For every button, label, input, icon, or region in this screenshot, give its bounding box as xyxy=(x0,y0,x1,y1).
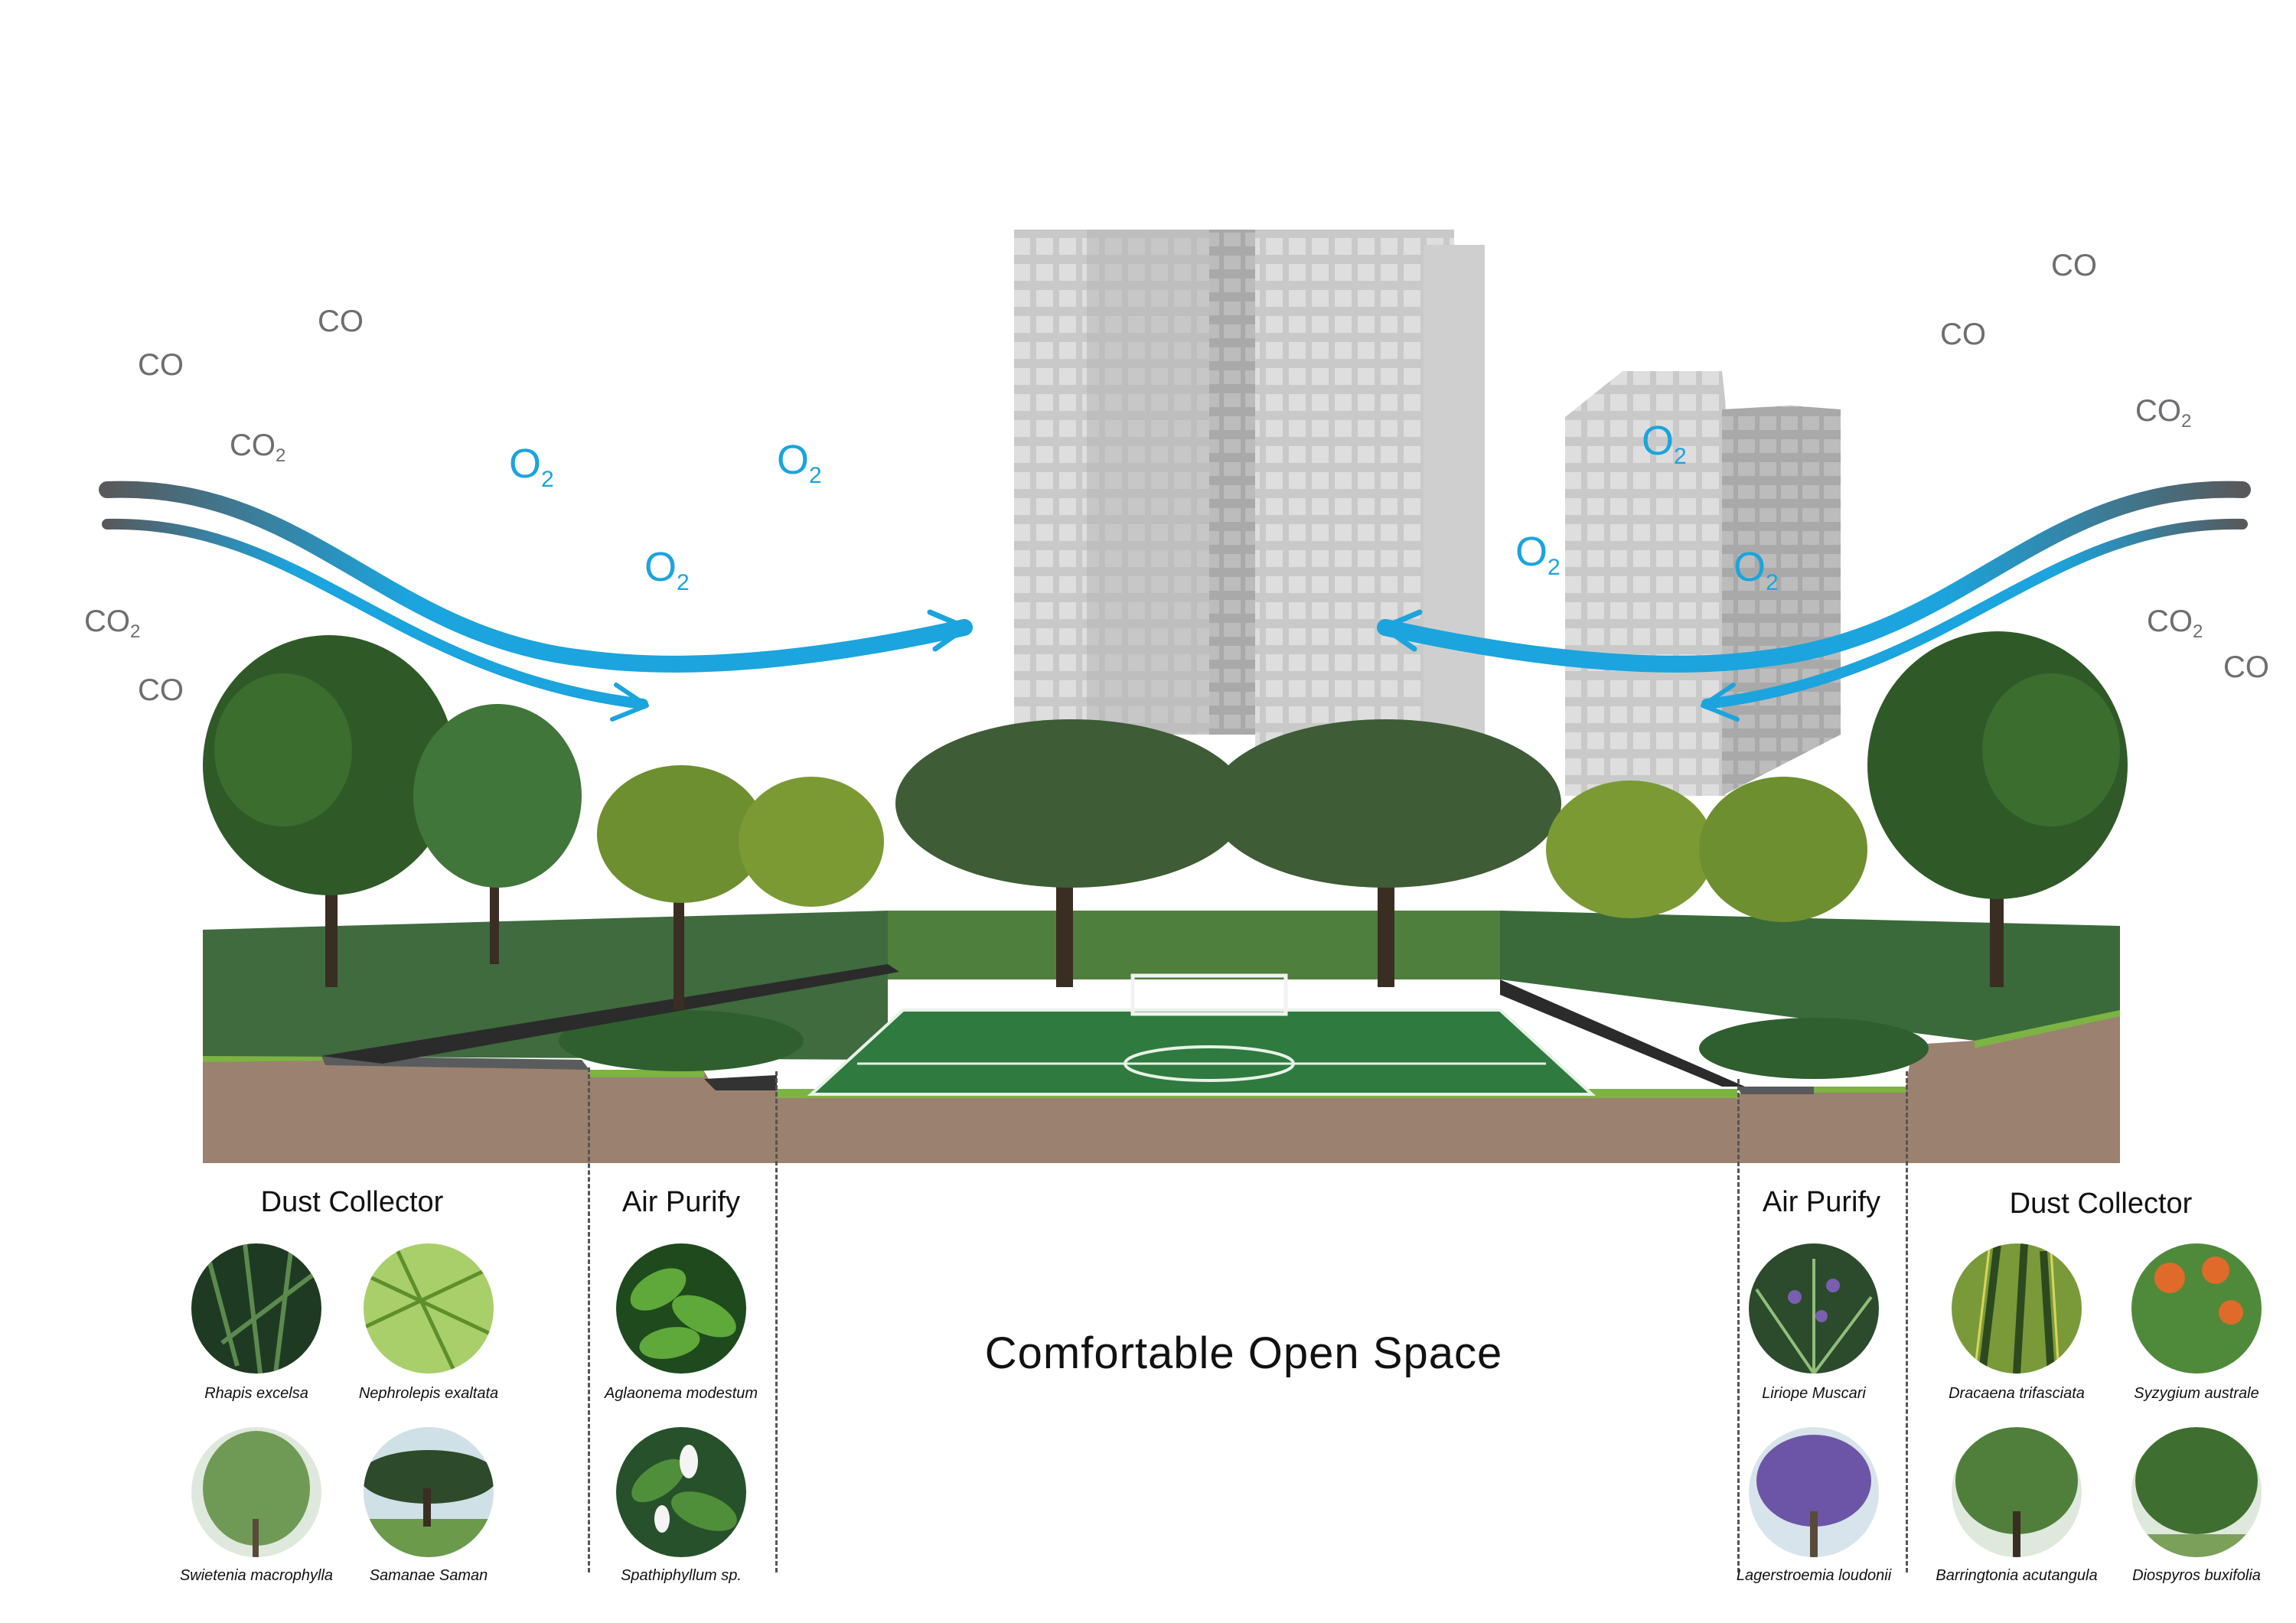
plant-photo-swietenia xyxy=(191,1427,321,1557)
tower-middle xyxy=(1255,230,1485,750)
plant-photo-lagerstroemia xyxy=(1749,1427,1879,1557)
plant-photo-barringtonia xyxy=(1952,1427,2082,1557)
plant-caption: Aglaonema modestum xyxy=(604,1385,758,1402)
plant-caption: Nephrolepis exaltata xyxy=(358,1385,499,1402)
plant-caption: Dracaena trifasciata xyxy=(1949,1385,2085,1402)
group-heading-dust-collector: Dust Collector xyxy=(260,1186,444,1218)
plant-caption: Liriope Muscari xyxy=(1762,1385,1866,1402)
plant-caption: Rhapis excelsa xyxy=(204,1385,308,1402)
plant-photo-syzygium xyxy=(2131,1243,2262,1374)
plant-photo-dracaena xyxy=(1952,1243,2082,1374)
wind-flow-right xyxy=(1377,481,2251,722)
co2-label: CO2 xyxy=(2147,605,2203,642)
tower-right xyxy=(1565,371,1841,796)
plant-caption: Swietenia macrophylla xyxy=(179,1567,334,1584)
co2-label: CO2 xyxy=(2135,394,2192,432)
zone-divider xyxy=(1737,1079,1740,1572)
co-label: CO xyxy=(138,673,184,707)
co-label: CO xyxy=(138,348,184,382)
plant-caption: Samanae Saman xyxy=(369,1567,488,1584)
plant-caption: Barringtonia acutangula xyxy=(1936,1567,2098,1584)
zone-divider xyxy=(588,1067,590,1572)
plant-photo-spathiphyllum xyxy=(616,1427,746,1557)
plant-photo-aglaonema xyxy=(616,1243,746,1374)
o2-label: O2 xyxy=(1642,418,1687,469)
plant-photo-nephrolepis xyxy=(364,1243,494,1374)
co-label: CO xyxy=(1940,318,1986,351)
co-label: CO xyxy=(2223,650,2269,684)
trees xyxy=(203,631,2128,1010)
plant-caption: Lagerstroemia loudonii xyxy=(1736,1567,1892,1584)
zone-divider xyxy=(775,1071,778,1572)
plant-caption: Diospyros buxifolia xyxy=(2132,1567,2261,1584)
plant-caption: Syzygium australe xyxy=(2134,1385,2259,1402)
co-label: CO xyxy=(2051,249,2097,282)
o2-label: O2 xyxy=(1733,544,1779,595)
planting-beds xyxy=(203,911,2120,1087)
soccer-field xyxy=(807,973,1596,1096)
o2-label: O2 xyxy=(1515,529,1561,580)
co2-label: CO2 xyxy=(84,605,141,642)
o2-label: O2 xyxy=(644,544,690,595)
plant-photo-rhapis xyxy=(191,1243,321,1374)
co2-label: CO2 xyxy=(230,429,286,466)
plant-caption: Spathiphyllum sp. xyxy=(621,1567,742,1584)
group-heading-dust-collector: Dust Collector xyxy=(2009,1188,2193,1220)
plant-photo-liriope xyxy=(1749,1243,1879,1374)
zone-divider xyxy=(1906,1071,1908,1572)
group-heading-air-purify: Air Purify xyxy=(1762,1186,1881,1218)
diagram-caption: Comfortable Open Space xyxy=(984,1328,1503,1378)
group-heading-air-purify: Air Purify xyxy=(621,1186,741,1218)
o2-label: O2 xyxy=(509,441,554,492)
o2-label: O2 xyxy=(777,437,822,488)
plant-photo-diospyros xyxy=(2131,1427,2262,1557)
wind-flow-left xyxy=(99,481,973,722)
co-label: CO xyxy=(318,305,364,338)
plant-photo-samanae xyxy=(364,1427,494,1557)
